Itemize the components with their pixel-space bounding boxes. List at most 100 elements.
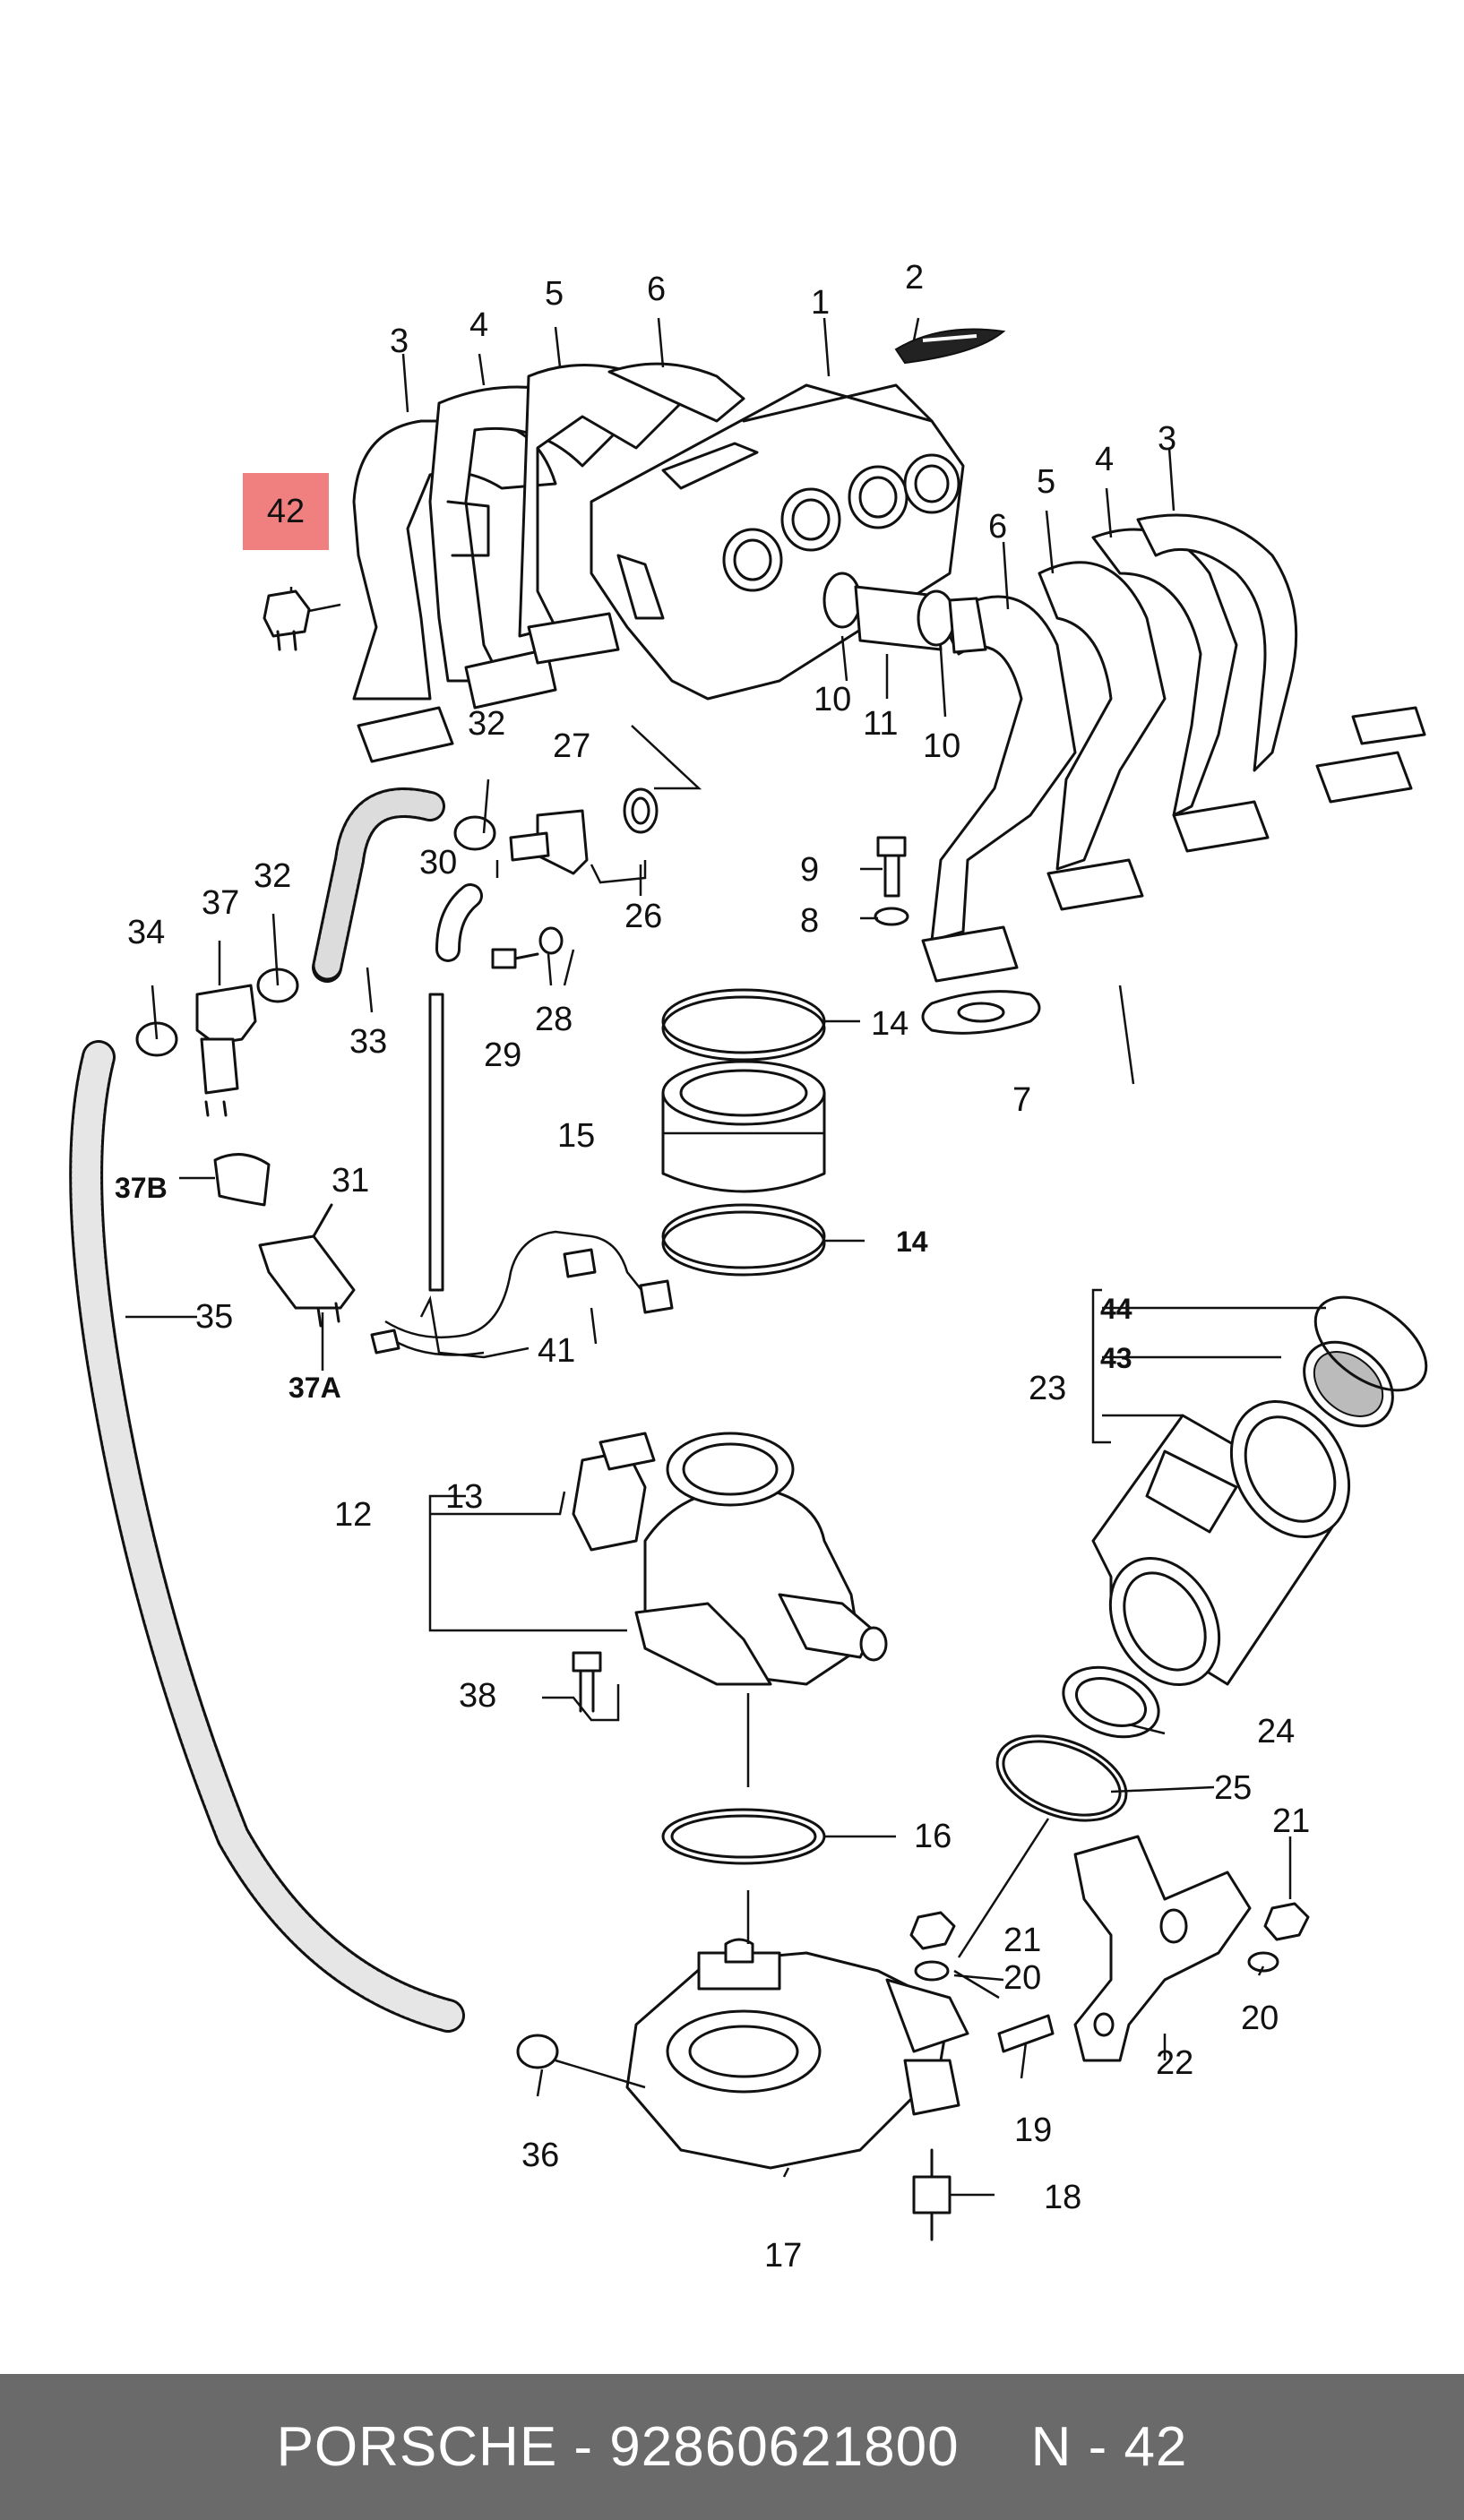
hose-clamp-36 xyxy=(516,2034,559,2069)
parts-diagram: 1 2 3 4 5 6 3 4 5 6 10 11 10 9 8 7 14 15… xyxy=(69,259,1428,2275)
label-32-lower: 32 xyxy=(254,857,291,895)
part-labels: 1 2 3 4 5 6 3 4 5 6 10 11 10 9 8 7 14 15… xyxy=(115,259,1310,2275)
label-29: 29 xyxy=(484,1036,521,1074)
clamp-34 xyxy=(135,1021,178,1057)
label-15: 15 xyxy=(557,1117,595,1155)
label-17: 17 xyxy=(764,2237,802,2275)
label-14-upper: 14 xyxy=(871,1005,909,1043)
label-27: 27 xyxy=(553,727,590,765)
label-37: 37 xyxy=(202,884,239,922)
label-3-left: 3 xyxy=(390,323,409,360)
footer-bar: PORSCHE - 92860621800 N - 42 xyxy=(0,2374,1464,2520)
label-26: 26 xyxy=(624,898,662,935)
label-4-right: 4 xyxy=(1095,441,1114,478)
mesh-screen xyxy=(1303,1340,1394,1428)
label-10-left: 10 xyxy=(814,681,851,718)
label-24: 24 xyxy=(1257,1713,1295,1750)
label-18: 18 xyxy=(1044,2179,1081,2216)
bracket-clip-37b xyxy=(213,1153,271,1207)
crest-badge xyxy=(894,328,1006,365)
label-43: 43 xyxy=(1100,1342,1132,1374)
label-6-left: 6 xyxy=(647,271,666,308)
intake-distributor xyxy=(625,1938,969,2170)
screw-38 xyxy=(572,1651,602,1713)
label-22: 22 xyxy=(1156,2044,1193,2082)
elbow-pipe-30 xyxy=(435,883,483,962)
label-12: 12 xyxy=(334,1496,372,1534)
label-37b: 37B xyxy=(115,1172,168,1204)
right-runners xyxy=(921,513,1426,983)
throttle-body xyxy=(634,1432,888,1686)
label-37a: 37A xyxy=(288,1372,341,1404)
label-1: 1 xyxy=(811,284,830,322)
elbow-fitting-27 xyxy=(509,809,589,875)
curved-hose-33 xyxy=(312,787,445,983)
clamp-32-upper xyxy=(453,815,496,851)
footer-page-reference: N - 42 xyxy=(1030,2416,1188,2478)
aux-air-valve xyxy=(195,984,257,1117)
vent-tube-31 xyxy=(428,993,444,1292)
mounting-bracket xyxy=(1073,1835,1252,2062)
rubber-mount xyxy=(912,2148,952,2241)
footer-brand-part-number: PORSCHE - 92860621800 xyxy=(276,2416,960,2478)
washer-28 xyxy=(538,926,564,955)
hose-clamp-lower xyxy=(661,1203,826,1277)
label-30: 30 xyxy=(419,844,457,882)
wiring-harness xyxy=(370,1230,674,1356)
label-33: 33 xyxy=(349,1023,387,1061)
label-13: 13 xyxy=(445,1478,483,1516)
label-44: 44 xyxy=(1100,1293,1132,1325)
left-runners xyxy=(352,362,745,763)
label-19: 19 xyxy=(1014,2111,1052,2149)
nut-left xyxy=(909,1911,956,1982)
label-5-left: 5 xyxy=(545,275,564,313)
label-2: 2 xyxy=(905,259,924,297)
label-21-left: 21 xyxy=(1003,1922,1041,1959)
nut-right xyxy=(1247,1902,1310,1973)
idle-valve-37a xyxy=(258,1203,356,1328)
label-14-lower: 14 xyxy=(896,1226,928,1258)
label-8: 8 xyxy=(800,902,819,940)
label-7: 7 xyxy=(1012,1081,1031,1119)
label-34: 34 xyxy=(127,914,165,951)
threaded-stud xyxy=(997,2014,1055,2053)
label-25: 25 xyxy=(1214,1769,1252,1807)
temperature-sensor xyxy=(263,589,341,651)
label-23: 23 xyxy=(1029,1370,1066,1407)
air-flow-meter xyxy=(1091,1400,1351,1687)
bolt-29 xyxy=(491,948,539,969)
label-21-right: 21 xyxy=(1272,1802,1310,1840)
label-3-right: 3 xyxy=(1158,420,1176,458)
hose-clamp-upper xyxy=(661,988,826,1062)
label-36: 36 xyxy=(521,2137,559,2174)
label-4-left: 4 xyxy=(469,306,488,344)
highlighted-part-label: 42 xyxy=(266,493,306,530)
label-20-left: 20 xyxy=(1003,1959,1041,1997)
label-5-right: 5 xyxy=(1037,463,1055,501)
o-ring-25 xyxy=(995,1734,1128,1822)
flange-gasket xyxy=(921,990,1041,1035)
label-11: 11 xyxy=(863,705,898,743)
label-6-right: 6 xyxy=(988,508,1007,546)
label-35: 35 xyxy=(195,1298,233,1336)
throttle-switch xyxy=(572,1432,656,1552)
label-41: 41 xyxy=(538,1332,575,1370)
label-16: 16 xyxy=(914,1818,952,1855)
label-31: 31 xyxy=(332,1162,369,1200)
label-32-upper: 32 xyxy=(468,705,505,743)
seal-26 xyxy=(623,787,659,834)
ring-gasket-24 xyxy=(1062,1665,1160,1739)
leader-lines xyxy=(125,317,1326,2197)
bolt xyxy=(874,836,909,926)
label-38: 38 xyxy=(459,1677,496,1715)
hose-connector-set xyxy=(822,572,987,654)
label-9: 9 xyxy=(800,851,819,889)
highlighted-part-marker: 42 xyxy=(243,473,329,550)
rubber-sleeve xyxy=(661,1060,826,1193)
intake-plenum xyxy=(590,383,965,701)
o-ring-16 xyxy=(661,1808,826,1865)
long-hose xyxy=(69,1040,465,2033)
label-10-right: 10 xyxy=(923,727,960,765)
label-20-right: 20 xyxy=(1241,2000,1279,2037)
label-28: 28 xyxy=(535,1001,573,1038)
